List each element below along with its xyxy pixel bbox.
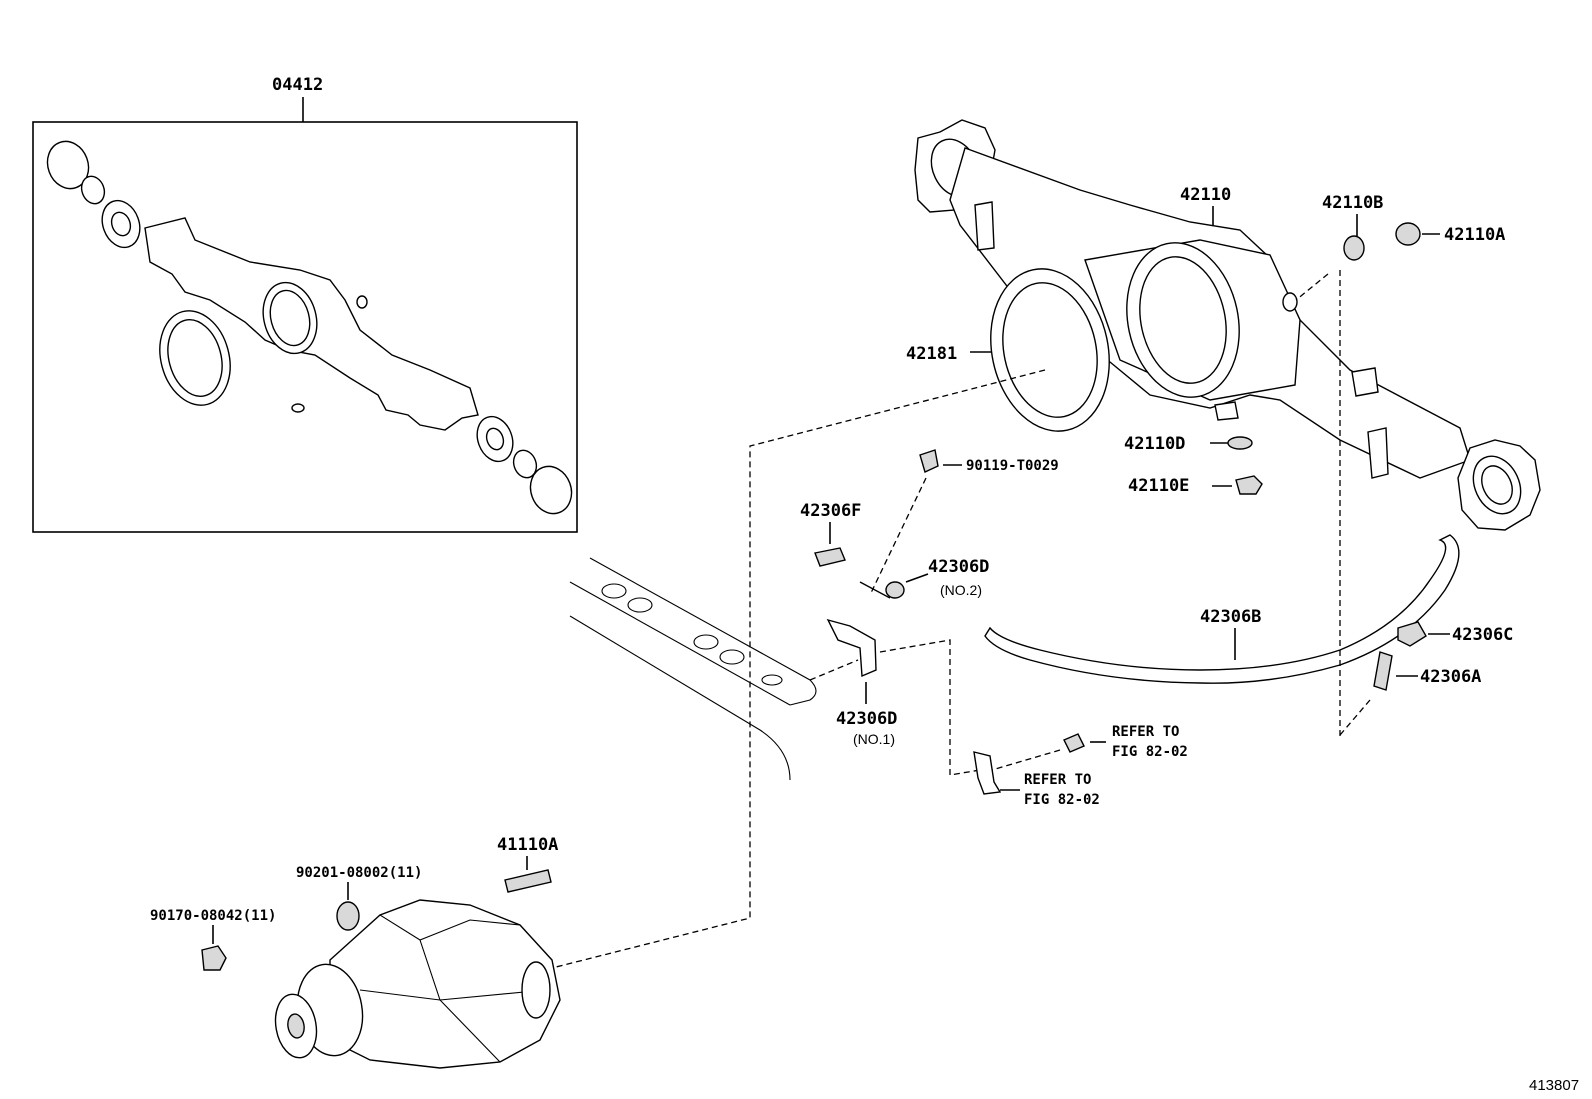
note-42306D-no2: (NO.2)	[940, 582, 982, 598]
clamp-42306D-no2-icon	[885, 581, 905, 599]
label-90201-08002[interactable]: 90201-08002(11)	[296, 865, 422, 881]
part-42306D-no1-group: 42306D (NO.1)	[809, 618, 981, 776]
part-90201-group: 90201-08002(11)	[296, 865, 422, 931]
part-42306B-group: 42306B	[984, 534, 1460, 684]
union-42306F-icon	[814, 547, 846, 567]
part-42110A-group: 42110A	[1395, 222, 1505, 246]
label-41110A[interactable]: 41110A	[497, 835, 558, 855]
union-42306A-icon	[1373, 651, 1393, 691]
label-42306C[interactable]: 42306C	[1452, 625, 1513, 645]
part-42110E-group: 42110E	[1128, 475, 1263, 496]
label-90170-08042[interactable]: 90170-08042(11)	[150, 908, 276, 924]
part-42110D-group: 42110D	[1124, 434, 1253, 454]
refer-group-1: REFER TO FIG 82-02	[984, 724, 1188, 773]
label-42306F[interactable]: 42306F	[800, 501, 861, 521]
bolt-refer1-icon	[1063, 733, 1085, 753]
differential-carrier-illustration	[274, 899, 561, 1069]
label-90119-T0029[interactable]: 90119-T0029	[966, 458, 1059, 474]
label-04412[interactable]: 04412	[272, 75, 323, 95]
stud-41110A-icon	[504, 869, 552, 893]
label-42306B[interactable]: 42306B	[1200, 607, 1261, 627]
part-42306D-no2-group: 42306D (NO.2)	[859, 557, 989, 599]
label-42110A[interactable]: 42110A	[1444, 225, 1505, 245]
part-41110A-group: 41110A	[497, 835, 558, 893]
label-42306D-no1[interactable]: 42306D	[836, 709, 897, 729]
refer-group-2: REFER TO FIG 82-02	[973, 751, 1100, 808]
gasket-kit-illustration	[46, 140, 573, 515]
gasket-kit-group: 04412	[32, 75, 578, 533]
part-42306F-group: 42306F	[800, 501, 861, 567]
washer-90201-icon	[336, 901, 360, 931]
part-90170-group: 90170-08042(11)	[150, 908, 276, 971]
brake-hose-42306B-icon	[984, 534, 1460, 684]
label-42110[interactable]: 42110	[1180, 185, 1231, 205]
refer1-line2: FIG 82-02	[1112, 744, 1188, 760]
part-42110B-group: 42110B	[1295, 193, 1383, 301]
label-42181[interactable]: 42181	[906, 344, 957, 364]
frame-rail-illustration	[569, 557, 817, 781]
clip-42306C-icon	[1397, 621, 1427, 647]
guide-line-left	[551, 369, 1046, 969]
part-90119-group: 90119-T0029	[869, 449, 1059, 596]
bracket-refer2-icon	[973, 751, 1002, 795]
plug-42110B-icon	[1343, 235, 1365, 261]
label-42110E[interactable]: 42110E	[1128, 476, 1189, 496]
plug-42110A-icon	[1395, 222, 1421, 246]
label-42306D-no2[interactable]: 42306D	[928, 557, 989, 577]
part-42306C-group: 42306C	[1397, 621, 1513, 647]
bolt-90119-icon	[919, 449, 939, 473]
label-42306A[interactable]: 42306A	[1420, 667, 1481, 687]
part-42181-group: 42181	[906, 268, 1110, 432]
refer1-line1: REFER TO	[1112, 724, 1179, 740]
washer-42110D-icon	[1227, 436, 1253, 450]
bracket-42306D-no1-icon	[826, 618, 877, 678]
nut-90170-icon	[201, 945, 227, 971]
label-42110D[interactable]: 42110D	[1124, 434, 1185, 454]
figure-id: 413807	[1529, 1077, 1579, 1094]
note-42306D-no1: (NO.1)	[853, 731, 895, 747]
gasket-kit-box	[32, 121, 578, 533]
nut-42110E-icon	[1235, 475, 1263, 495]
refer2-line1: REFER TO	[1024, 772, 1091, 788]
part-42306A-group: 42306A	[1339, 651, 1481, 736]
label-42110B[interactable]: 42110B	[1322, 193, 1383, 213]
refer2-line2: FIG 82-02	[1024, 792, 1100, 808]
